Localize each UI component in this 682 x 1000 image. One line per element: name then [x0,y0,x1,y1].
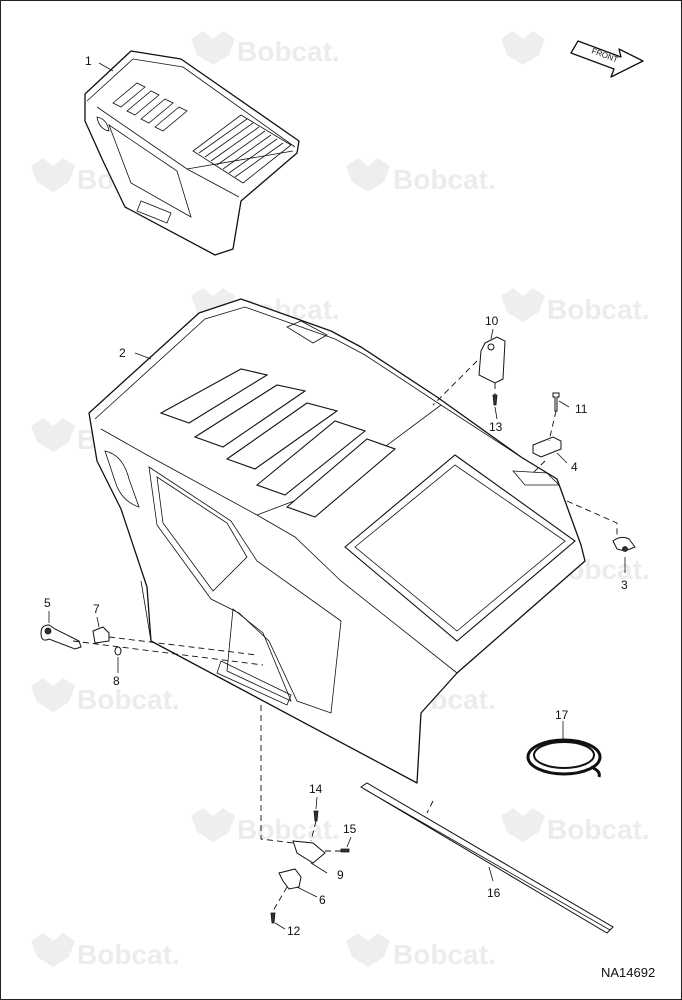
watermark-text: Bobcat. [393,164,496,195]
callout-16: 16 [487,886,501,900]
leader-lines [48,62,626,930]
bobcat-logo-icon [31,418,75,452]
callout-17: 17 [555,708,569,722]
watermark: Bobcat. [501,288,650,325]
bobcat-logo-icon [501,808,545,842]
callout-6: 6 [319,893,326,907]
bobcat-logo-icon [501,31,545,65]
part-2-rear-window-panel [344,454,576,642]
callout-1: 1 [85,54,92,68]
callout-7: 7 [93,602,100,616]
bobcat-logo-icon [191,31,235,65]
watermark: Bobcat. [501,808,650,845]
callout-labels: 1 2 3 4 5 6 7 8 9 10 11 12 13 14 15 16 1… [44,54,628,938]
part-1-vent-slots [112,82,188,132]
part-1-cover-assembly [84,50,300,256]
part-12-screw [270,912,276,924]
bobcat-logo-icon [31,933,75,967]
bobcat-logo-icon [31,678,75,712]
watermark: Bobcat. [346,933,496,970]
part-3-latch [612,536,636,552]
assembly-lines [72,360,618,912]
callout-4: 4 [571,460,578,474]
callout-15: 15 [343,822,357,836]
callout-3: 3 [621,578,628,592]
part-5-handle [40,624,82,650]
watermark: Bobcat. [31,678,180,715]
bobcat-logo-icon [346,158,390,192]
bobcat-logo-icon [31,158,75,192]
part-16-seal-strip [360,782,614,934]
watermark: Bobcat. [346,158,496,195]
part-8-washer [114,646,122,656]
part-11-bolt [552,392,560,412]
callout-8: 8 [113,674,120,688]
part-1-grille [192,114,292,184]
part-10-hinge-bracket [478,336,506,384]
front-direction-marker: FRONT [570,40,644,78]
watermark [501,31,545,65]
watermark-text: Bobcat. [547,294,650,325]
part-2-main-cover [88,298,586,784]
part-14-screw [313,810,319,822]
watermark-text: Bobcat. [237,814,340,845]
part-7-pad [92,626,110,644]
watermark: Bobcat. [191,808,340,845]
callout-13: 13 [489,420,503,434]
watermark-text: Bobcat. [237,36,340,67]
drawing-number: NA14692 [601,965,655,980]
part-17-seal-coil [526,738,602,778]
bobcat-logo-icon [501,288,545,322]
bobcat-logo-icon [191,808,235,842]
part-13-screw [492,394,498,406]
watermark-text: Bobcat. [77,939,180,970]
watermark-text: Bobcat. [77,684,180,715]
watermark: Bobcat. [191,31,340,67]
watermark: Bobcat. [31,933,180,970]
front-arrow-icon [570,40,644,78]
part-4-latch-plate [532,436,562,458]
part-9-bracket [292,840,326,864]
part-6-latch-striker [278,868,302,890]
part-2-side-panel [148,466,342,714]
callout-5: 5 [44,596,51,610]
callout-2: 2 [119,346,126,360]
watermark-text: Bobcat. [547,814,650,845]
watermark-text: Bobcat. [393,939,496,970]
callout-12: 12 [287,924,301,938]
part-2-vent-slots [159,368,397,518]
callout-10: 10 [485,314,499,328]
callout-14: 14 [309,782,323,796]
callout-9: 9 [337,868,344,882]
callout-11: 11 [575,402,588,416]
part-15-screw [340,848,350,853]
bobcat-logo-icon [346,933,390,967]
